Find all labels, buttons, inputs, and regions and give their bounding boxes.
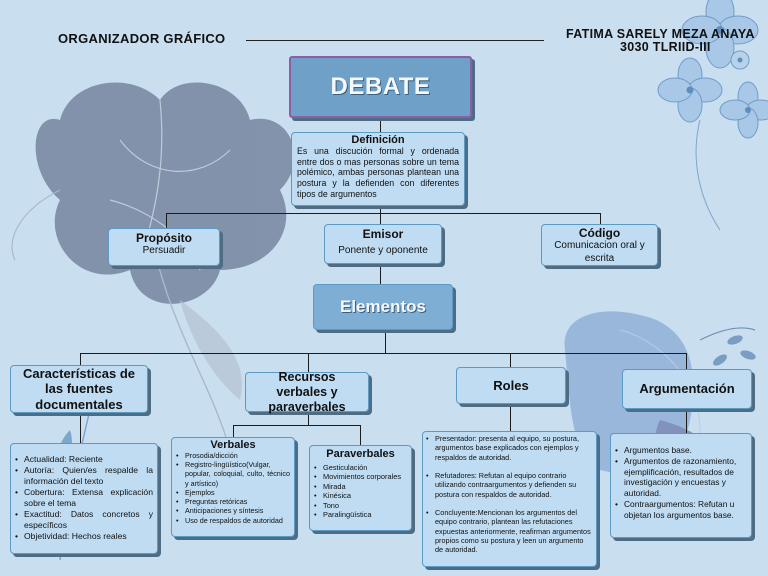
list-item: Preguntas retóricas xyxy=(176,497,290,506)
list-item: Presentador: presenta al equipo, su post… xyxy=(426,434,593,462)
left-flower-illustration xyxy=(11,82,295,451)
connector-verbal xyxy=(233,425,234,437)
header-divider xyxy=(246,40,544,41)
sources-list-box: Actualidad: Reciente Autoría: Quien/es r… xyxy=(10,443,158,554)
paraverbal-list: Gesticulación Movimientos corporales Mir… xyxy=(314,463,407,520)
connector-sources-list xyxy=(80,413,81,443)
connector-resources-hbar xyxy=(233,425,360,426)
definition-title: Definición xyxy=(351,134,405,146)
connector-definition-hbar xyxy=(380,206,381,213)
list-item: Movimientos corporales xyxy=(314,472,407,482)
connector-code xyxy=(600,213,601,224)
list-item: Paralingüística xyxy=(314,510,407,520)
connector-argumentation-list xyxy=(686,409,687,433)
code-text: Comunicacion oral y escrita xyxy=(554,240,645,264)
author-group: 3030 TLRIID-III xyxy=(620,40,711,54)
list-item: Refutadores: Refutan al equipo contrario… xyxy=(426,471,593,499)
elements-label: Elementos xyxy=(340,297,426,316)
connector-purpose xyxy=(166,213,167,228)
list-item: Objetividad: Hechos reales xyxy=(15,531,153,542)
list-item: Concluyente:Mencionan los argumentos del… xyxy=(426,508,593,555)
connector-argumentation xyxy=(686,353,687,369)
connector-top-hbar xyxy=(166,213,600,214)
list-item: Uso de respaldos de autoridad xyxy=(176,516,290,525)
connector-sender xyxy=(380,213,381,224)
connector-resources xyxy=(308,353,309,372)
list-item: Exactitud: Datos concretos y específicos xyxy=(15,509,153,531)
list-item: Kinésica xyxy=(314,491,407,501)
verbal-list: Prosodia/dicción Registro-lingüístico(Vu… xyxy=(176,451,290,525)
purpose-title: Propósito xyxy=(136,231,192,245)
sender-text: Ponente y oponente xyxy=(338,245,428,256)
paraverbal-title: Paraverbales xyxy=(326,448,395,460)
debate-title: DEBATE xyxy=(330,73,431,100)
elements-box: Elementos xyxy=(313,284,453,330)
connector-sources xyxy=(80,353,81,365)
list-item: Argumentos de razonamiento, ejemplificac… xyxy=(615,456,747,499)
list-item: Autoría: Quien/es respalde la informació… xyxy=(15,465,153,487)
author-name: FATIMA SARELY MEZA ANAYA xyxy=(566,27,755,41)
purpose-text: Persuadir xyxy=(142,245,186,256)
category-sources: Características de las fuentes documenta… xyxy=(10,365,148,413)
connector-roles xyxy=(510,353,511,367)
connector-roles-list xyxy=(510,404,511,431)
connector-elements-down xyxy=(385,330,386,353)
argumentation-list: Argumentos base. Argumentos de razonamie… xyxy=(615,445,747,520)
purpose-box: Propósito Persuadir xyxy=(108,228,220,266)
list-item: Anticipaciones y síntesis xyxy=(176,506,290,515)
code-title: Código xyxy=(578,226,621,240)
sources-list: Actualidad: Reciente Autoría: Quien/es r… xyxy=(15,454,153,542)
connector-title-definition xyxy=(380,118,381,132)
organizer-label: ORGANIZADOR GRÁFICO xyxy=(58,31,226,46)
paraverbal-box: Paraverbales Gesticulación Movimientos c… xyxy=(309,445,412,531)
definition-text: Es una discución formal y ordenada entre… xyxy=(297,146,459,199)
debate-title-box: DEBATE xyxy=(289,56,472,118)
argumentation-list-box: Argumentos base. Argumentos de razonamie… xyxy=(610,433,752,538)
sender-box: Emisor Ponente y oponente xyxy=(324,224,442,264)
verbal-box: Verbales Prosodia/dicción Registro-lingü… xyxy=(171,437,295,537)
code-box: Código Comunicacion oral y escrita xyxy=(541,224,658,266)
connector-bottom-hbar xyxy=(80,353,686,354)
list-item: Gesticulación xyxy=(314,463,407,473)
category-argumentation: Argumentación xyxy=(622,369,752,409)
roles-list: Presentador: presenta al equipo, su post… xyxy=(426,434,593,555)
verbal-title: Verbales xyxy=(210,439,256,451)
roles-list-box: Presentador: presenta al equipo, su post… xyxy=(422,431,597,567)
list-item: Ejemplos xyxy=(176,488,290,497)
list-item: Cobertura: Extensa explicación sobre el … xyxy=(15,487,153,509)
list-item: Mirada xyxy=(314,482,407,492)
list-item: Registro-lingüístico(Vulgar, popular, co… xyxy=(176,460,290,488)
sender-title: Emisor xyxy=(362,227,404,241)
category-resources: Recursos verbales y paraverbales xyxy=(245,370,369,414)
connector-resources-split xyxy=(308,412,309,425)
list-item: Argumentos base. xyxy=(615,445,747,456)
list-item: Actualidad: Reciente xyxy=(15,454,153,465)
definition-box: Definición Es una discución formal y ord… xyxy=(291,132,465,206)
list-item: Prosodia/dicción xyxy=(176,451,290,460)
list-item: Tono xyxy=(314,501,407,511)
connector-sender-elements xyxy=(380,264,381,284)
top-right-flowers-illustration xyxy=(657,0,768,231)
list-item: Contraargumentos: Refutan u objetan los … xyxy=(615,499,747,521)
category-roles: Roles xyxy=(456,367,566,404)
connector-paraverbal xyxy=(360,425,361,445)
